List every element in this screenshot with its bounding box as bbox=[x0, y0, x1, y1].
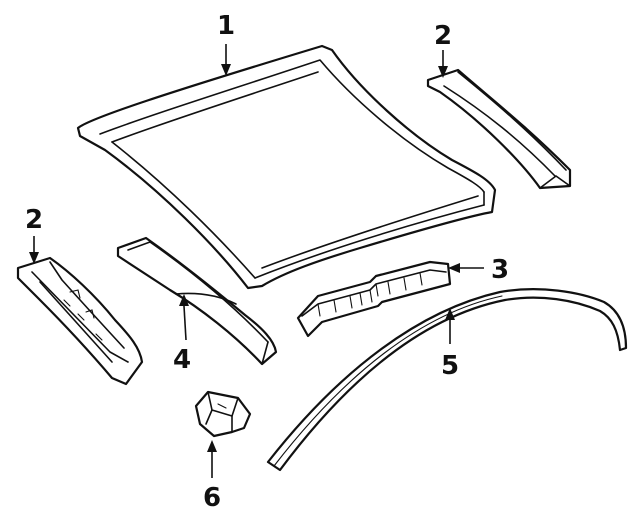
roof-bow bbox=[116, 236, 278, 366]
callout-6: 6 bbox=[203, 483, 221, 513]
side-rail-left bbox=[16, 256, 144, 386]
callout-numbers: 1 2 2 3 4 5 6 bbox=[25, 11, 509, 513]
leader-lines bbox=[29, 44, 484, 478]
roof-panel bbox=[76, 44, 497, 290]
callout-2-left: 2 bbox=[25, 205, 43, 235]
callout-1: 1 bbox=[217, 11, 235, 41]
drip-molding bbox=[266, 288, 628, 472]
callout-5: 5 bbox=[441, 351, 459, 381]
reinforcement-bracket bbox=[296, 260, 452, 338]
callout-2-right: 2 bbox=[434, 21, 452, 51]
callout-4: 4 bbox=[173, 345, 191, 375]
callout-3: 3 bbox=[491, 255, 509, 285]
roof-rail-right bbox=[426, 68, 572, 190]
gusset bbox=[194, 390, 252, 438]
